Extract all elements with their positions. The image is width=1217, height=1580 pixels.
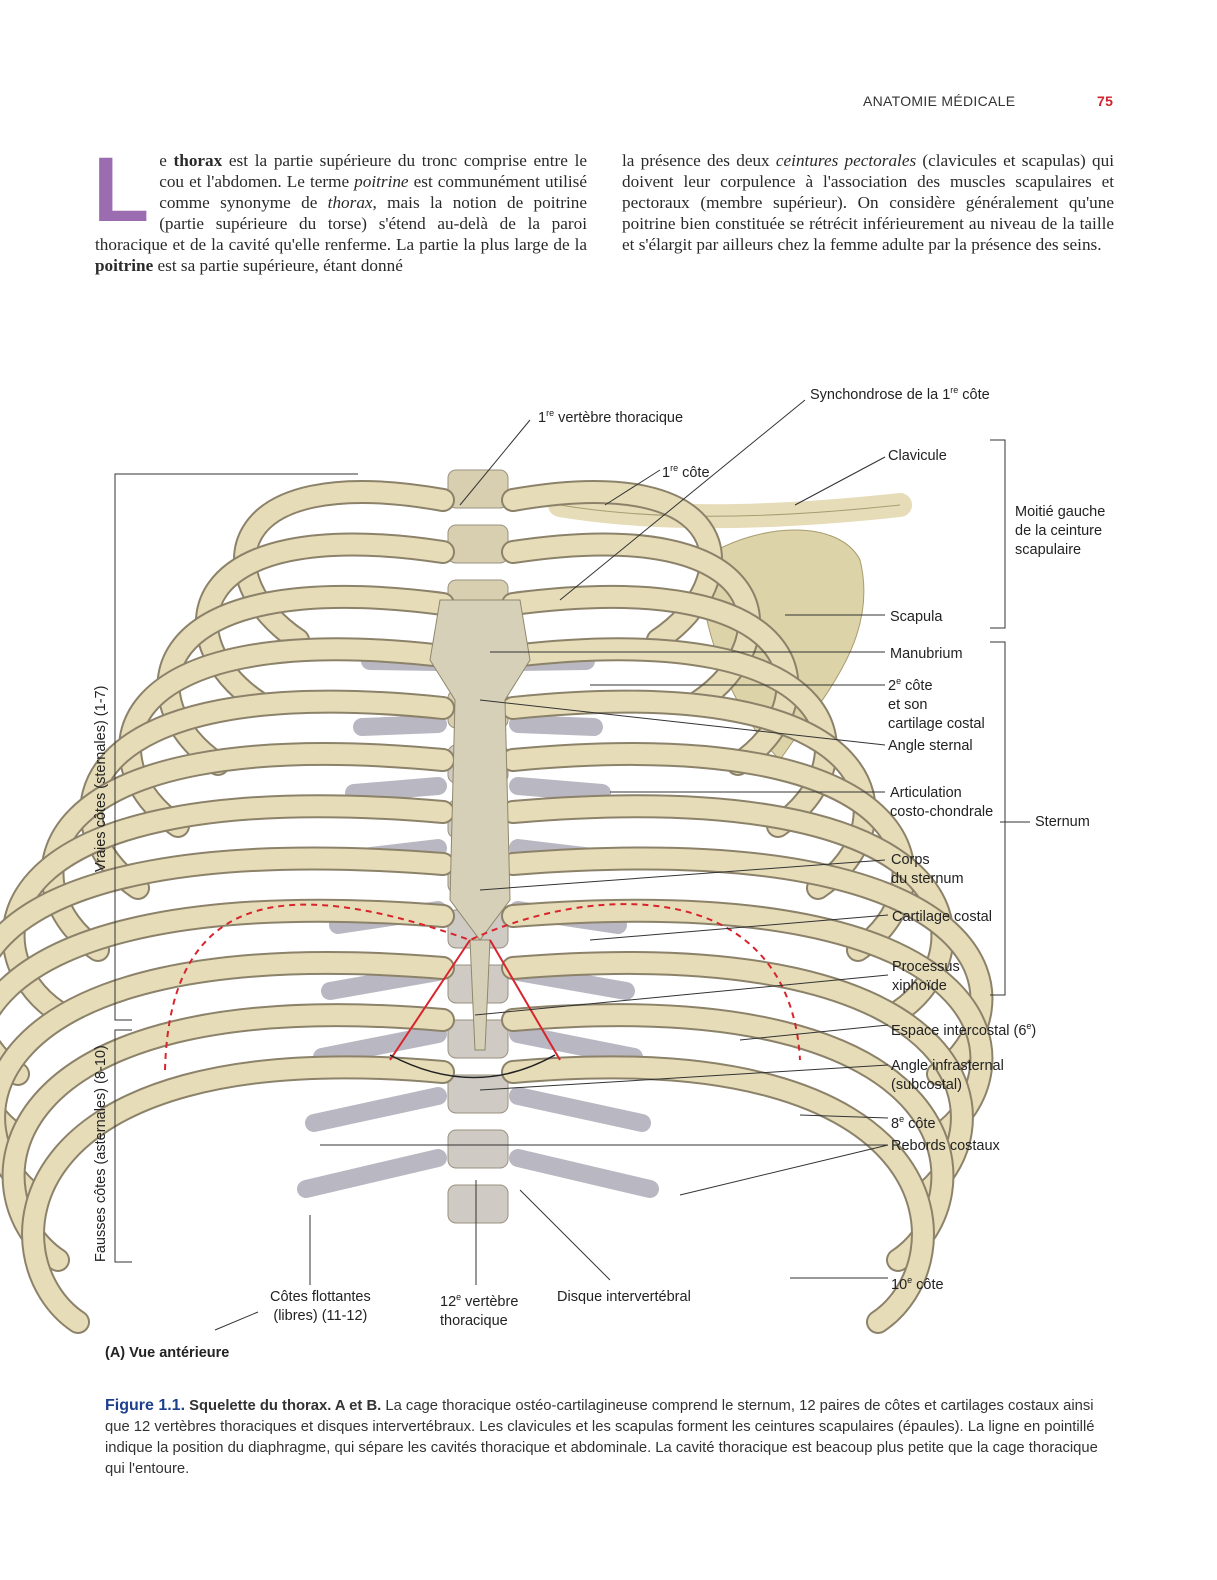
xiphoid-process <box>469 939 491 1051</box>
label-disque: Disque intervertébral <box>557 1289 691 1305</box>
label-cote-1: 1re côte <box>662 463 710 481</box>
leader-line <box>799 1114 889 1119</box>
leader-line <box>604 469 661 506</box>
vertebra <box>447 1074 509 1114</box>
leader-line <box>739 1024 889 1041</box>
leader-line <box>679 1144 889 1196</box>
running-header: ANATOMIE MÉDICALE <box>863 93 1016 109</box>
costal-cartilage <box>313 1025 447 1066</box>
bracket <box>990 439 1006 629</box>
costal-cartilage <box>509 1149 659 1198</box>
rib-cage <box>0 469 994 1334</box>
leader-line <box>479 1064 889 1091</box>
sternum <box>429 599 531 941</box>
text-run: thorax <box>173 151 223 170</box>
leader-line <box>474 974 889 1016</box>
costal-cartilage <box>297 1149 447 1198</box>
costal-cartilage <box>509 1087 651 1132</box>
leader-line <box>794 456 886 506</box>
costal-cartilage <box>509 777 611 802</box>
vertebra <box>447 1184 509 1224</box>
text-run: thorax <box>327 193 373 212</box>
label-angle-sternal: Angle sternal <box>888 738 973 754</box>
vertebra <box>447 1129 509 1169</box>
label-cartilage: Cartilage costal <box>892 909 992 925</box>
vertebra <box>447 469 509 509</box>
label-flottantes: Côtes flottantes(libres) (11-12) <box>270 1289 371 1324</box>
caption-text: La cage thoracique ostéo-cartilagineuse … <box>105 1398 1098 1477</box>
figure-caption: Figure 1.1. Squelette du thorax. A et B.… <box>105 1395 1117 1480</box>
label-angle-infra: Angle infrasternal(subcostal) <box>891 1058 1004 1093</box>
label-synchondrose: Synchondrose de la 1re côte <box>810 385 990 403</box>
text-run: est communément utilisé comme synonyme d… <box>159 172 587 212</box>
text-run: e <box>159 151 174 170</box>
label-rebords: Rebords costaux <box>891 1138 1000 1154</box>
label-scapula: Scapula <box>890 609 943 625</box>
vertebra <box>447 524 509 564</box>
costal-cartilage <box>509 1025 643 1066</box>
costal-cartilage <box>345 777 447 802</box>
label-vraies-cotes: Vraies côtes (sternales) (1-7) <box>93 685 109 872</box>
leader-line <box>479 699 886 746</box>
bracket <box>114 473 358 1021</box>
angle-arc <box>389 1054 556 1079</box>
text-run: la présence des deux <box>622 151 776 170</box>
page-number: 75 <box>1097 93 1114 109</box>
leader-line <box>589 914 889 941</box>
diaphragm-line <box>164 903 801 1071</box>
label-cote-10: 10e côte <box>891 1275 944 1293</box>
infrasternal-angle <box>389 939 561 1061</box>
label-fausses-cotes: Fausses côtes (asternales) (8-10) <box>93 1045 109 1262</box>
costal-cartilage <box>305 1087 447 1132</box>
label-sternum: Sternum <box>1035 814 1090 830</box>
figure-title: Squelette du thorax. A et B. <box>185 1398 382 1414</box>
text-run: (clavicules et scapulas) qui doivent leu… <box>622 151 1114 254</box>
text-run: poitrine <box>95 256 154 275</box>
drop-cap: L <box>93 139 150 241</box>
text-run: ceintures pectorales <box>775 151 917 170</box>
label-vertebre-1: 1re vertèbre thoracique <box>538 408 684 426</box>
text-run: est la partie supérieure du tronc compri… <box>159 151 587 191</box>
label-manubrium: Manubrium <box>890 646 963 662</box>
leader-lines <box>114 399 1030 1331</box>
costal-cartilage <box>509 715 603 736</box>
figure-number: Figure 1.1. <box>105 1397 186 1414</box>
text-run: poitrine <box>354 172 409 191</box>
bracket <box>114 1029 132 1263</box>
leader-line <box>519 1189 611 1281</box>
body-column-right: la présence des deux ceintures pectorale… <box>622 150 1114 255</box>
leader-line <box>479 859 886 891</box>
bracket <box>990 641 1006 996</box>
clavicle <box>548 493 912 529</box>
leader-line <box>214 1311 259 1331</box>
leader-line <box>559 399 806 601</box>
label-espace: Espace intercostal (6e) <box>891 1021 1037 1039</box>
label-cote-8: 8e côte <box>891 1114 936 1132</box>
text-run: , mais la notion de poitrine (partie sup… <box>95 193 587 254</box>
text-run: est sa partie supérieure, étant donné <box>153 256 403 275</box>
label-clavicule: Clavicule <box>888 448 947 464</box>
leader-line <box>459 419 531 506</box>
costal-cartilage <box>353 715 447 736</box>
view-label: (A) Vue antérieure <box>105 1345 230 1361</box>
